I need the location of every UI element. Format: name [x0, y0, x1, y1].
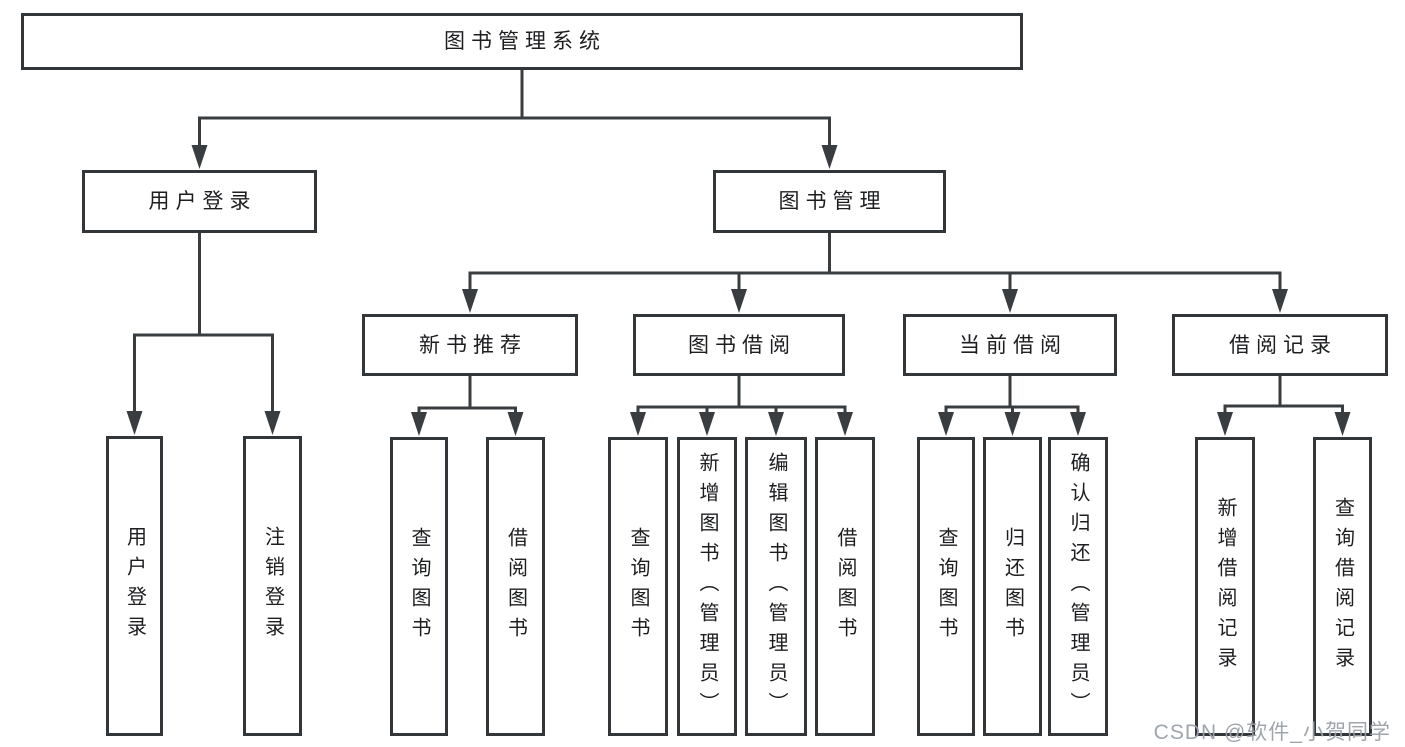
node-leaf-edit-book: 编辑图书（管理员）	[745, 437, 807, 736]
node-book-borrow: 图书借阅	[633, 314, 845, 376]
node-user-login: 用户登录	[82, 170, 317, 233]
arrowhead-icon	[630, 412, 646, 436]
node-leaf-borrow-book-2: 借阅图书	[815, 437, 875, 736]
node-label: 图书管理系统	[444, 30, 606, 53]
arrowhead-icon	[1217, 412, 1233, 436]
arrowhead-icon	[837, 412, 853, 436]
node-borrow-records: 借阅记录	[1172, 314, 1388, 376]
node-leaf-query-record: 查询借阅记录	[1313, 437, 1372, 736]
node-label: 用户登录	[123, 526, 146, 646]
arrowhead-icon	[938, 412, 954, 436]
node-root: 图书管理系统	[21, 13, 1023, 70]
node-leaf-query-book-3: 查询图书	[917, 437, 975, 736]
node-leaf-user-login: 用户登录	[106, 436, 163, 736]
arrowhead-icon	[507, 412, 524, 436]
node-leaf-confirm-return: 确认归还（管理员）	[1048, 437, 1108, 736]
node-label: 编辑图书（管理员）	[765, 451, 787, 722]
node-label: 确认归还（管理员）	[1067, 451, 1089, 722]
node-leaf-borrow-book-1: 借阅图书	[486, 437, 545, 736]
node-label: 新增图书（管理员）	[696, 451, 718, 722]
node-label: 查询图书	[627, 526, 649, 647]
arrowhead-icon	[821, 145, 838, 169]
node-leaf-query-book-1: 查询图书	[390, 437, 448, 736]
node-label: 查询图书	[408, 526, 430, 647]
node-leaf-query-book-2: 查询图书	[608, 437, 668, 736]
arrowhead-icon	[126, 411, 143, 435]
arrowhead-icon	[264, 411, 281, 435]
node-label: 新增借阅记录	[1214, 496, 1236, 677]
arrowhead-icon	[1272, 289, 1288, 313]
node-leaf-return-book: 归还图书	[983, 437, 1042, 736]
arrowhead-icon	[1334, 412, 1351, 436]
node-current-borrow: 当前借阅	[903, 314, 1117, 376]
node-label: 查询图书	[935, 526, 957, 647]
arrowhead-icon	[191, 145, 208, 169]
node-label: 归还图书	[1001, 526, 1024, 647]
node-leaf-logout: 注销登录	[243, 436, 302, 736]
arrowhead-icon	[768, 412, 784, 436]
node-label: 注销登录	[261, 526, 284, 646]
node-new-book-rec: 新书推荐	[362, 314, 578, 376]
arrowhead-icon	[462, 289, 478, 313]
node-label: 查询借阅记录	[1331, 496, 1354, 677]
node-label: 新书推荐	[419, 333, 527, 357]
node-label: 用户登录	[148, 190, 257, 213]
arrowhead-icon	[1002, 289, 1018, 313]
arrowhead-icon	[1070, 412, 1086, 436]
node-label: 图书管理	[778, 190, 887, 213]
arrowhead-icon	[699, 412, 715, 436]
node-leaf-add-record: 新增借阅记录	[1195, 437, 1255, 736]
node-label: 图书借阅	[688, 333, 796, 357]
node-label: 借阅图书	[834, 526, 856, 647]
node-label: 当前借阅	[959, 333, 1067, 357]
watermark: CSDN @软件_小贺同学	[1153, 721, 1391, 744]
node-leaf-add-book: 新增图书（管理员）	[677, 437, 737, 736]
node-label: 借阅记录	[1229, 333, 1337, 357]
arrowhead-icon	[1004, 412, 1021, 436]
node-book-mgmt: 图书管理	[713, 170, 946, 233]
node-label: 借阅图书	[504, 526, 527, 647]
arrowhead-icon	[411, 412, 427, 436]
arrowhead-icon	[731, 289, 747, 313]
